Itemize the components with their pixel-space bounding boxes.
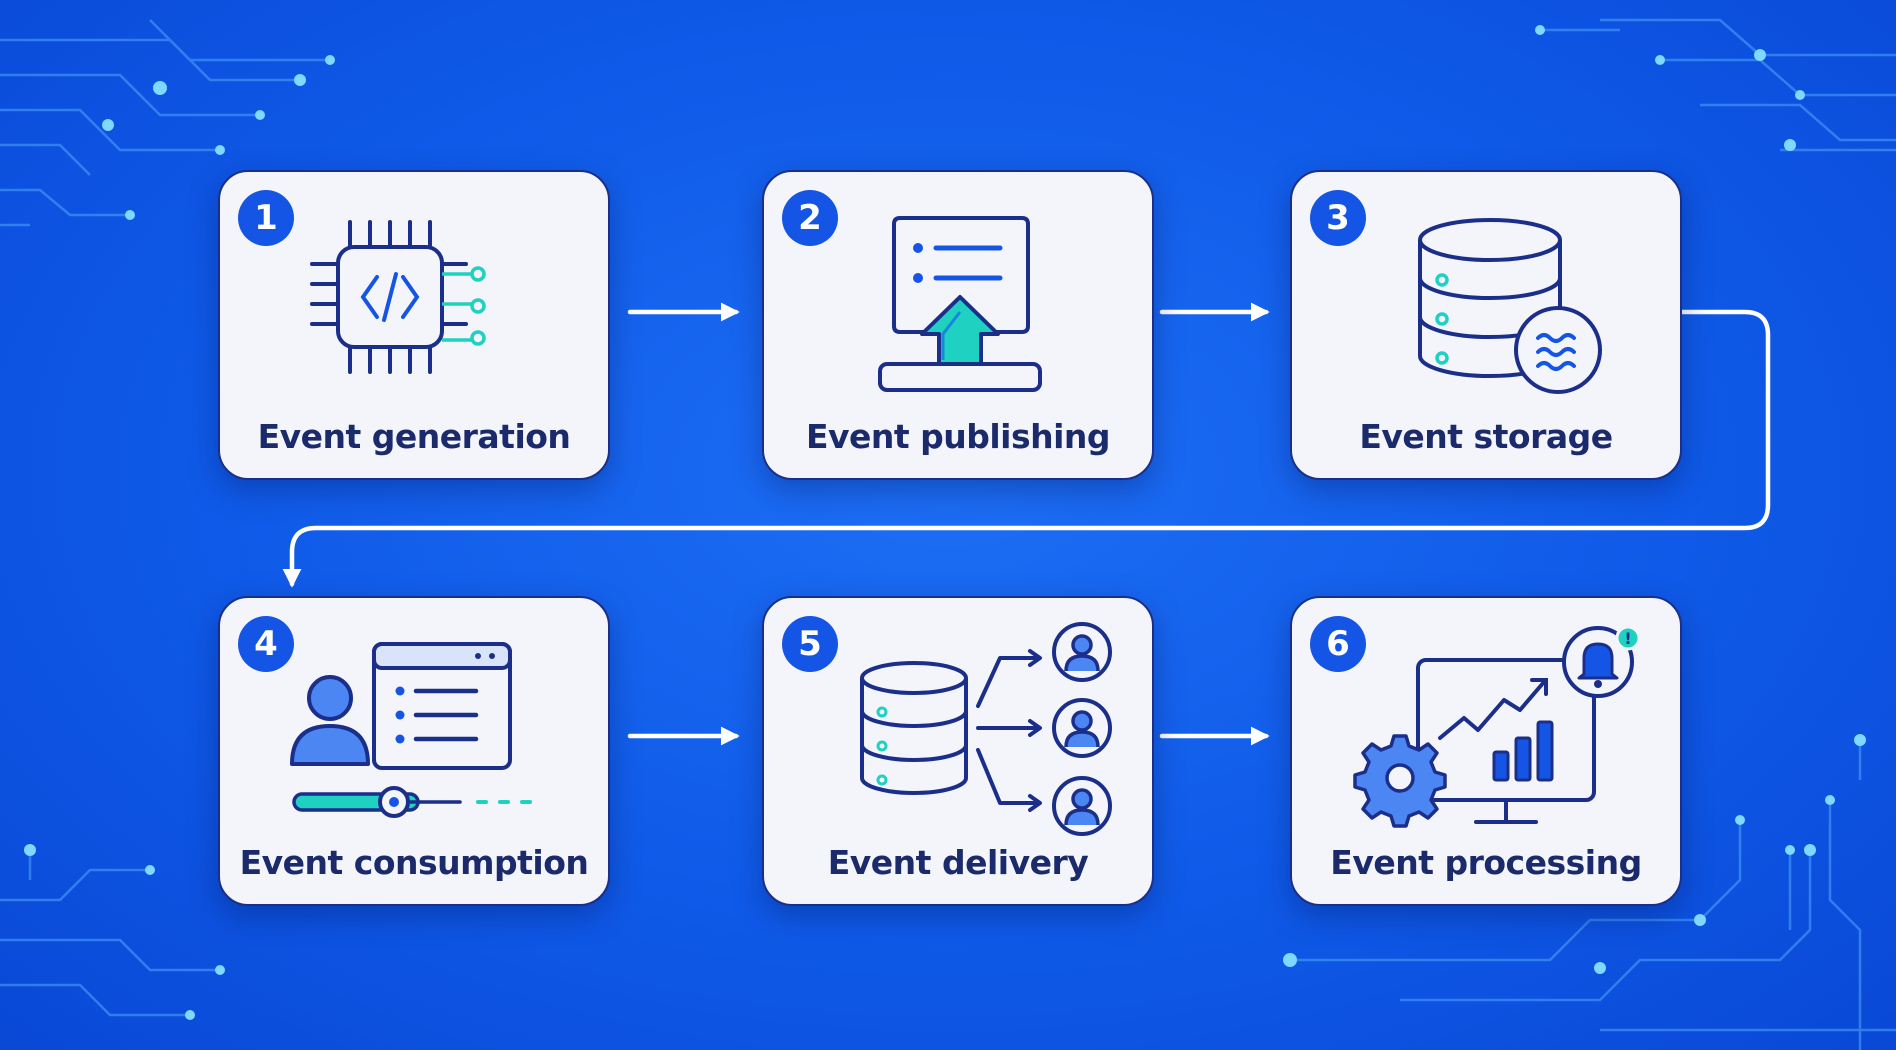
step-label: Event consumption (239, 843, 589, 882)
arrow-3-to-4 (282, 309, 1771, 588)
step-number-badge: 3 (1310, 190, 1366, 246)
step-label: Event generation (257, 417, 571, 456)
step-card-1: 1 Event generation (218, 170, 610, 480)
step-number-badge: 2 (782, 190, 838, 246)
step-number-badge: 6 (1310, 616, 1366, 672)
step-number-badge: 1 (238, 190, 294, 246)
alert-exclamation: ! (1624, 629, 1631, 648)
publish-upload-icon (878, 216, 1042, 392)
user-window-icon (290, 642, 532, 818)
step-card-2: 2 Event publishing (762, 170, 1154, 480)
step-label: Event storage (1359, 417, 1613, 456)
step-label: Event processing (1330, 843, 1642, 882)
step-number-badge: 4 (238, 616, 294, 672)
dashboard-analytics-icon: ! (1353, 625, 1641, 828)
step-number-badge: 5 (782, 616, 838, 672)
step-card-4: 4 Event consumption (218, 596, 610, 906)
step-label: Event publishing (805, 417, 1111, 456)
step-card-5: 5 (762, 596, 1154, 906)
step-card-6: 6 ! Event processing (1290, 596, 1682, 906)
step-label: Event delivery (827, 843, 1089, 882)
database-distribution-icon (860, 622, 1112, 836)
chip-code-icon (310, 220, 486, 374)
step-card-3: 3 Event storage (1290, 170, 1682, 480)
database-stream-icon (1418, 218, 1602, 394)
